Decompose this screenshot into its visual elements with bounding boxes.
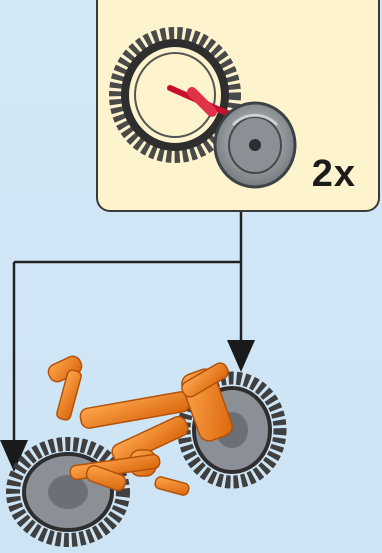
rear-wheel [6, 437, 130, 547]
bicycle-frame [47, 355, 233, 496]
bicycle-model [6, 355, 287, 547]
wheel-rim-part [213, 101, 297, 189]
front-arrowhead [227, 340, 255, 372]
axle-pin-part [167, 85, 241, 121]
quantity-label: 2x [311, 153, 356, 195]
assembly-arrows [12, 212, 243, 440]
tire-part [109, 27, 241, 163]
rear-arrowhead [0, 440, 28, 472]
